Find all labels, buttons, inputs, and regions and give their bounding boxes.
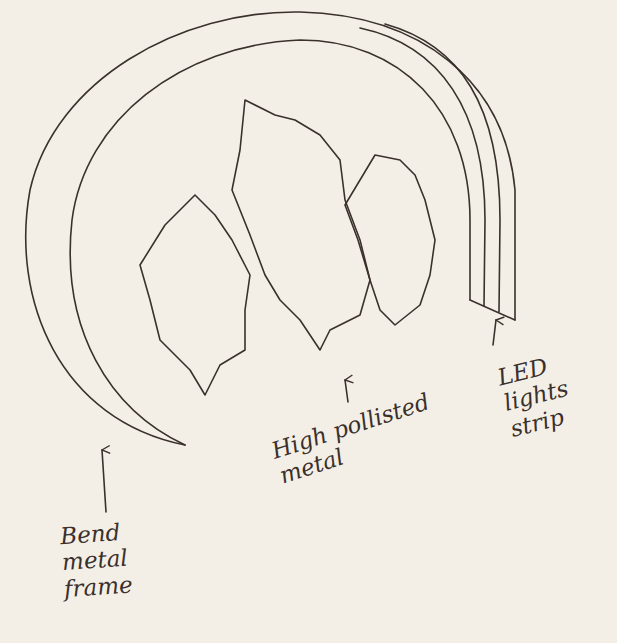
- leader-arrow: [345, 380, 348, 402]
- led-strip-line: [385, 24, 500, 312]
- leader-arrow: [493, 320, 496, 345]
- polished-metal-leaf: [232, 100, 370, 350]
- led-strip-line: [360, 28, 485, 306]
- polished-metal-leaf: [345, 155, 435, 325]
- frame-inner-curve: [70, 40, 470, 445]
- label-text: Bend metal frame: [59, 519, 133, 602]
- label-text: High pollisted metal: [268, 388, 432, 489]
- label-text: LED lights strip: [495, 353, 571, 442]
- frame-outer-curve: [26, 12, 515, 445]
- part-label: Bend metal frame: [59, 517, 154, 602]
- part-label: High pollisted metal: [268, 383, 456, 489]
- leader-arrow: [102, 450, 106, 512]
- part-label: LED lights strip: [495, 341, 611, 442]
- frame-end-cap: [470, 300, 515, 320]
- polished-metal-leaf: [140, 195, 250, 395]
